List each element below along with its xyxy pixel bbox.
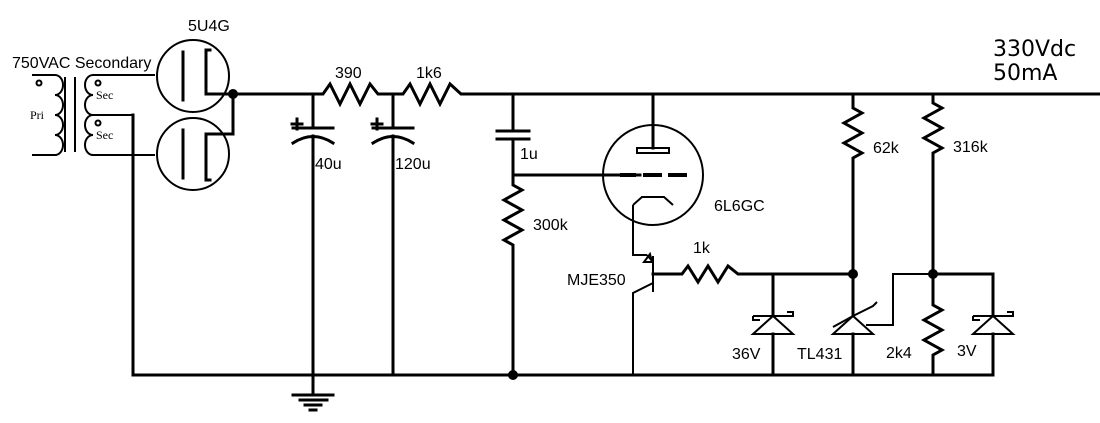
capacitor-120u-label: 120u — [395, 156, 431, 173]
zener-36v: 36V — [732, 272, 796, 377]
primary-label: Pri — [30, 108, 45, 122]
shunt-reference-tl431: TL431 — [797, 272, 933, 377]
resistor-390-label: 390 — [335, 65, 362, 82]
zener-3v: 3V — [931, 272, 1016, 377]
transformer-label: 750VAC Secondary — [12, 55, 151, 72]
output-current-label: 50mA — [993, 61, 1057, 86]
resistor-300k-label: 300k — [533, 217, 569, 234]
zener-36v-label: 36V — [732, 346, 761, 363]
resistor-1k6-label: 1k6 — [416, 65, 442, 82]
resistor-1k6: 1k6 — [390, 65, 1100, 108]
zener-3v-label: 3V — [957, 343, 977, 360]
polarity-dot — [35, 79, 43, 87]
resistor-2k4: 2k4 — [886, 272, 946, 377]
resistor-2k4-label: 2k4 — [886, 345, 912, 362]
transistor-emitter-arrow — [642, 251, 654, 263]
capacitor-120u: 120u — [370, 92, 431, 377]
junction-dot — [508, 370, 518, 380]
tl431-label: TL431 — [797, 346, 842, 363]
resistor-390: 390 — [316, 65, 394, 108]
capacitor-40u: 40u — [290, 92, 342, 377]
secondary-coil-bottom — [84, 114, 155, 156]
tube-cathode-lead — [632, 205, 647, 256]
ground-icon — [291, 373, 335, 412]
rectifier-tube: 5U4G — [156, 18, 238, 191]
resistor-316k: 316k — [920, 92, 989, 276]
pass-tube-6l6gc: 6L6GC — [602, 92, 765, 256]
tube-cathode — [632, 196, 674, 206]
primary-coil — [32, 74, 64, 156]
capacitor-1u-label: 1u — [520, 146, 538, 163]
secondary-coil-top — [84, 74, 155, 116]
transistor-collector — [632, 282, 654, 375]
secondary-bottom-label: Sec — [96, 128, 113, 142]
rectifier-filament — [204, 92, 235, 182]
resistor-300k: 300k — [500, 173, 569, 377]
polarity-dot — [94, 79, 102, 87]
pass-tube-label: 6L6GC — [714, 198, 765, 215]
resistor-62k-label: 62k — [873, 140, 900, 157]
transistor-mje350: MJE350 — [567, 251, 654, 375]
rectifier-filament — [204, 48, 235, 96]
output-voltage-label: 330Vdc — [993, 37, 1076, 62]
tube-anode-plate — [636, 147, 670, 154]
transistor-label: MJE350 — [567, 272, 626, 289]
transformer: 750VAC Secondary Pri Sec Sec — [12, 55, 155, 156]
rectifier-label: 5U4G — [188, 18, 230, 35]
capacitor-1u: 1u — [495, 92, 642, 177]
rectifier-envelope-bottom — [156, 117, 230, 191]
secondary-top-label: Sec — [96, 88, 113, 102]
resistor-1k-label: 1k — [693, 240, 711, 257]
rectifier-envelope-top — [156, 39, 230, 113]
resistor-62k: 62k — [840, 92, 900, 276]
resistor-1k: 1k — [651, 240, 854, 285]
capacitor-40u-label: 40u — [315, 156, 342, 173]
polarity-dot — [94, 119, 102, 127]
resistor-316k-label: 316k — [953, 139, 989, 156]
